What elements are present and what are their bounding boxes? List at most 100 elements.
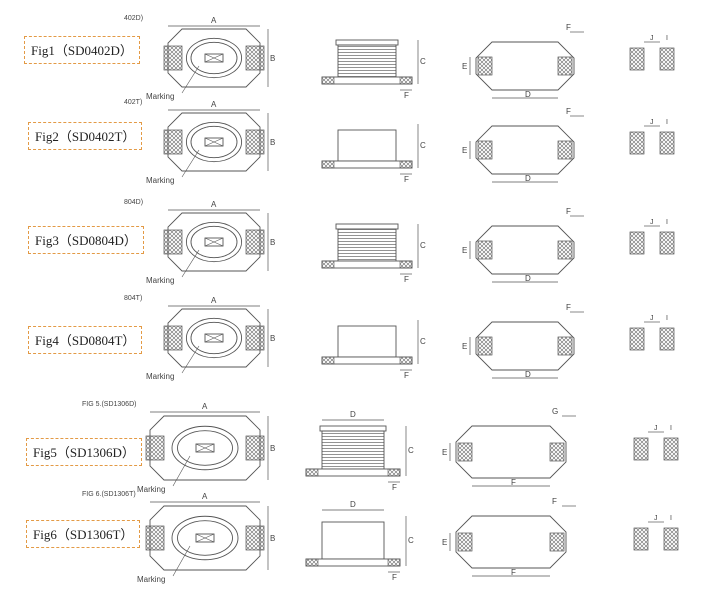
core-body — [337, 129, 397, 162]
base-terminal-left — [321, 260, 335, 269]
core-inner — [190, 125, 238, 159]
terminal-right — [245, 45, 265, 71]
terminal-right — [245, 229, 265, 255]
core-outer — [171, 515, 239, 561]
terminal-detail-right — [663, 527, 679, 551]
marking-cross — [204, 333, 224, 343]
base — [305, 558, 401, 567]
marking-cross — [195, 443, 215, 453]
marking-box — [204, 237, 224, 247]
base-terminal-left — [321, 160, 335, 169]
marking-cross — [204, 53, 224, 63]
pad-right — [557, 56, 573, 76]
pad-layout: EFF — [442, 497, 576, 577]
winding — [337, 44, 397, 78]
dim-label-e: E — [462, 146, 467, 155]
pad-right — [549, 532, 565, 552]
base — [321, 160, 413, 169]
pad-left — [457, 442, 473, 462]
winding — [321, 430, 385, 470]
terminal-detail-left — [633, 437, 649, 461]
marking-leader — [181, 345, 200, 374]
dim-label-e: E — [462, 342, 467, 351]
dim-label-a: A — [211, 100, 217, 109]
dim-label-j: J — [650, 315, 654, 322]
side-view: CF — [321, 39, 426, 100]
terminal-left — [163, 129, 183, 155]
pad-layout: EDF — [462, 207, 584, 283]
dim-label-bottom: F — [511, 568, 516, 577]
dim-label-a: A — [211, 16, 217, 25]
core-body — [337, 325, 397, 358]
figure-caption: 804D) — [124, 199, 143, 206]
dim-label-c: C — [408, 446, 414, 455]
dim-label-c: C — [420, 57, 426, 66]
dim-label-a: A — [202, 492, 208, 501]
dim-label-d-side: D — [350, 410, 356, 419]
pad-left — [477, 56, 493, 76]
dim-label-a: A — [202, 402, 208, 411]
pad-right — [549, 442, 565, 462]
terminal-detail-right — [659, 231, 675, 255]
terminal-detail-right — [663, 437, 679, 461]
dim-label-f-side: F — [404, 175, 409, 184]
dim-label-f-side: F — [392, 573, 397, 582]
side-view: CF — [321, 320, 426, 380]
pad-left — [457, 532, 473, 552]
side-view: DCF — [305, 500, 414, 582]
core-inner — [190, 41, 238, 75]
marking-box — [204, 137, 224, 147]
dim-label-c: C — [408, 536, 414, 545]
dim-label-i: I — [666, 119, 668, 126]
dim-label-i: I — [666, 219, 668, 226]
dim-label-b: B — [270, 138, 275, 147]
marking-leader — [181, 249, 200, 278]
marking-leader — [172, 455, 191, 487]
side-view: DCF — [305, 410, 414, 492]
dim-label-j: J — [650, 219, 654, 226]
terminal-detail-right — [659, 327, 675, 351]
dim-label-j: J — [650, 119, 654, 126]
dim-label-j: J — [654, 515, 658, 522]
marking-box — [204, 333, 224, 343]
dim-label-f-side: F — [404, 371, 409, 380]
pad-left — [477, 140, 493, 160]
pad-outline — [475, 125, 575, 175]
figure-label: Fig4（SD0804T） — [28, 326, 143, 354]
marking-box — [195, 533, 215, 543]
base-terminal-right — [399, 260, 413, 269]
side-view: CF — [321, 223, 426, 284]
figure-caption: FIG 5.(SD1306D) — [82, 401, 136, 408]
dim-label-f-side: F — [404, 91, 409, 100]
terminal-detail-right — [659, 131, 675, 155]
base-terminal-right — [399, 76, 413, 85]
dim-label-j: J — [650, 35, 654, 42]
dim-label-e: E — [442, 538, 447, 547]
base — [321, 260, 413, 269]
terminal-detail-left — [629, 47, 645, 71]
dim-label-top: G — [552, 407, 558, 416]
dim-label-b: B — [270, 238, 275, 247]
pad-right — [557, 240, 573, 260]
core-outer — [185, 221, 243, 263]
marking-box — [195, 443, 215, 453]
pad-left — [477, 336, 493, 356]
dim-label-i: I — [670, 425, 672, 432]
terminal-detail-right — [659, 47, 675, 71]
core-outer — [185, 37, 243, 79]
dim-label-i: I — [670, 515, 672, 522]
dim-label-i: I — [666, 315, 668, 322]
